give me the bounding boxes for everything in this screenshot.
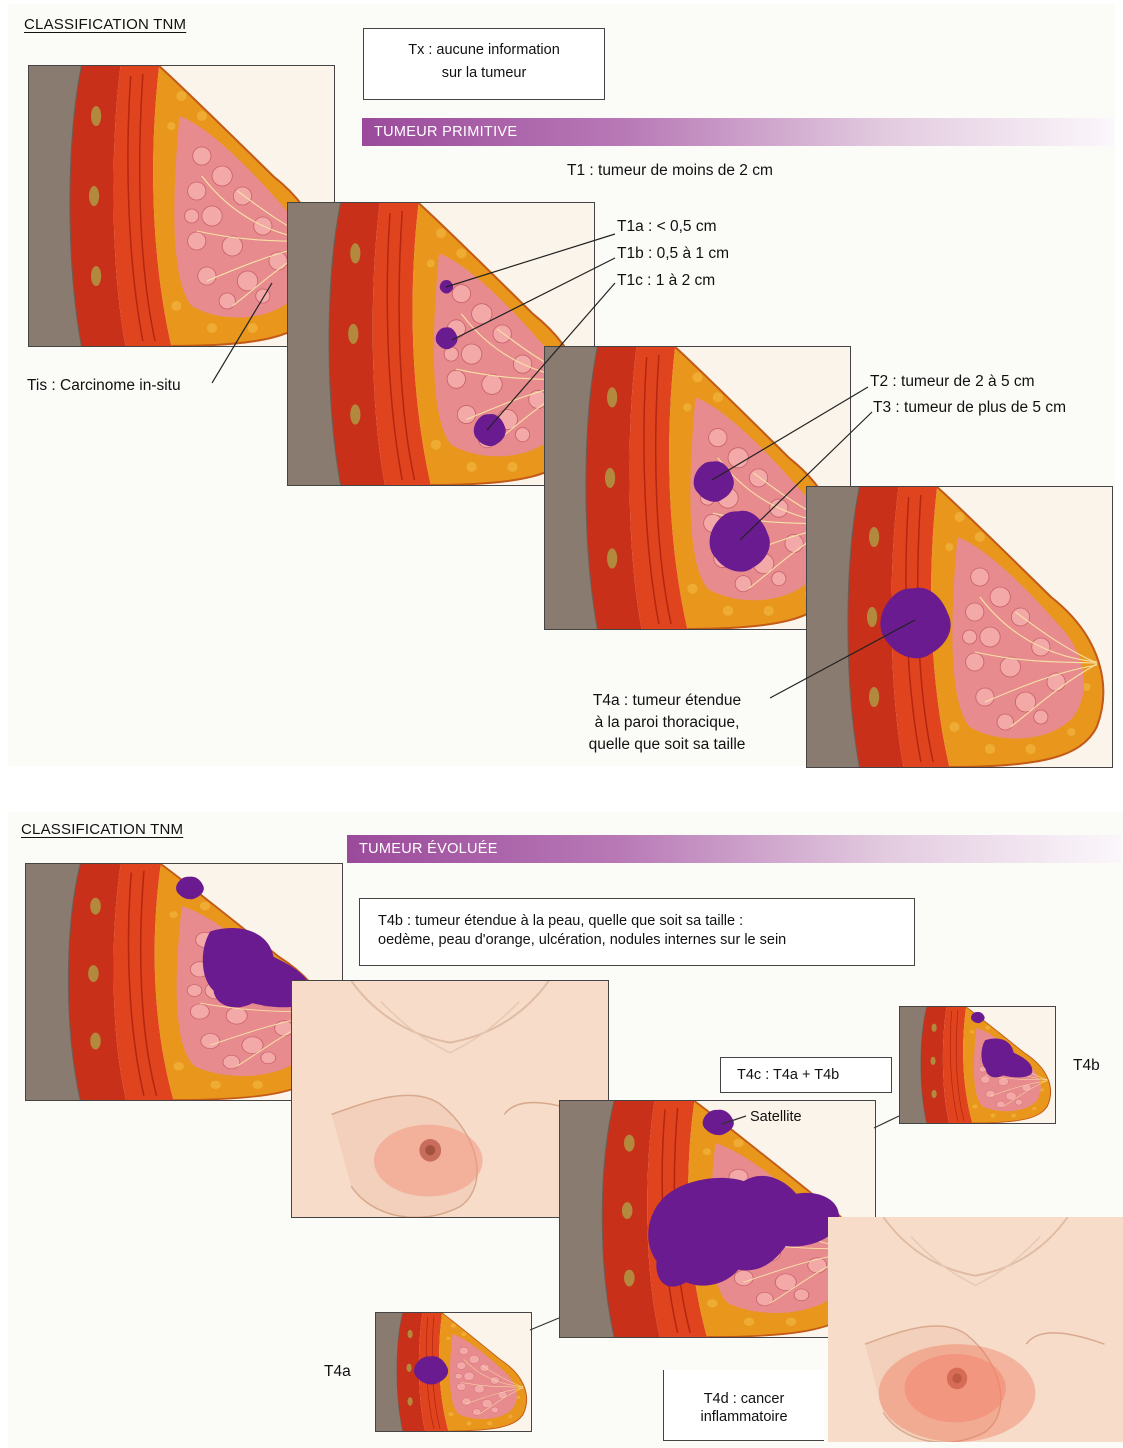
banner-tumeur-evoluee: TUMEUR ÉVOLUÉE [347, 835, 1121, 863]
label-t1: T1 : tumeur de moins de 2 cm [567, 162, 773, 180]
t4d-line-2: inflammatoire [664, 1409, 824, 1425]
label-t4b-small: T4b [1073, 1057, 1100, 1075]
illustration-t4d [828, 1217, 1123, 1442]
label-t2: T2 : tumeur de 2 à 5 cm [870, 373, 1035, 391]
t4c-box: T4c : T4a + T4b [720, 1057, 892, 1093]
label-t1b: T1b : 0,5 à 1 cm [617, 245, 729, 263]
label-t4a-small: T4a [324, 1363, 351, 1381]
illustration-t4a-small [375, 1312, 532, 1432]
illustration-t4a [806, 486, 1113, 768]
label-t4a-line-3: quelle que soit sa taille [567, 736, 767, 754]
label-satellite: Satellite [750, 1109, 802, 1125]
tx-line-1: Tx : aucune information [364, 42, 604, 58]
panel2-title: CLASSIFICATION TNM [21, 821, 183, 838]
tx-box: Tx : aucune information sur la tumeur [363, 28, 605, 100]
label-t1c: T1c : 1 à 2 cm [617, 272, 715, 290]
label-t4a-line-1: T4a : tumeur étendue [567, 692, 767, 710]
panel1-title: CLASSIFICATION TNM [24, 16, 186, 33]
label-t3: T3 : tumeur de plus de 5 cm [873, 399, 1066, 417]
tx-line-2: sur la tumeur [364, 65, 604, 81]
t4d-line-1: T4d : cancer [664, 1391, 824, 1407]
illustration-t2-t3 [544, 346, 851, 630]
t4c-label: T4c : T4a + T4b [737, 1067, 839, 1083]
label-t1a: T1a : < 0,5 cm [617, 218, 717, 236]
label-tis: Tis : Carcinome in-situ [27, 377, 181, 395]
illustration-t4b-small [899, 1006, 1056, 1124]
t4b-box: T4b : tumeur étendue à la peau, quelle q… [359, 898, 915, 966]
label-t4a-line-2: à la paroi thoracique, [567, 714, 767, 732]
t4b-line-1: T4b : tumeur étendue à la peau, quelle q… [378, 913, 743, 929]
banner-tumeur-primitive: TUMEUR PRIMITIVE [362, 118, 1114, 146]
t4d-box: T4d : cancer inflammatoire [663, 1370, 824, 1441]
t4b-line-2: oedème, peau d'orange, ulcération, nodul… [378, 932, 786, 948]
